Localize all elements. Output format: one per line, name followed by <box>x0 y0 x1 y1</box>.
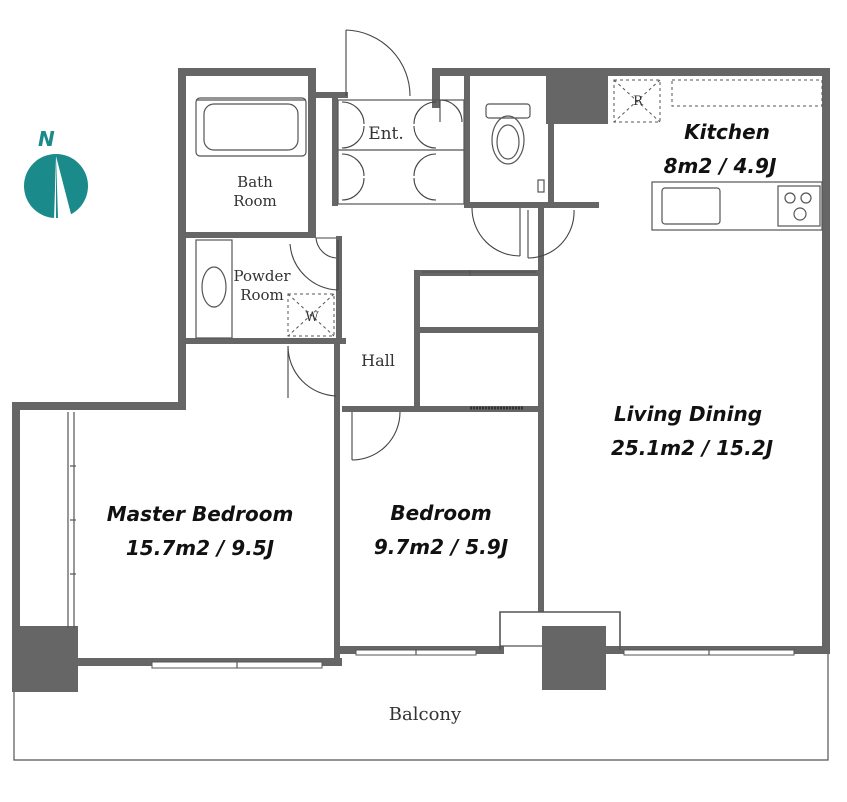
living-name: Living Dining <box>614 402 762 426</box>
wall-bath-bottom <box>186 232 316 238</box>
kitchen-passage-door <box>527 209 575 259</box>
washer-box <box>287 293 335 337</box>
wall-top-master <box>12 402 186 410</box>
washer-label: W <box>305 310 319 325</box>
window-living-bottom <box>623 649 795 656</box>
closet-door-top <box>422 270 536 276</box>
living-area: 25.1m2 / 15.2J <box>611 436 774 460</box>
balcony-label: Balcony <box>389 704 462 725</box>
wall-closet-mid <box>414 327 544 333</box>
toilet-door <box>471 207 521 257</box>
wall-closet-top <box>414 270 544 276</box>
wall-ent-top <box>308 92 348 98</box>
toilet <box>485 103 545 193</box>
wall-master-right <box>334 344 340 664</box>
fridge-box <box>613 79 661 123</box>
kitchen-area: 8m2 / 4.9J <box>664 154 777 178</box>
pillar-center <box>542 626 606 690</box>
wall-bath-right <box>308 68 316 238</box>
powder-door <box>287 345 337 398</box>
wall-hall-left <box>336 236 342 344</box>
wall-closet-left <box>414 274 420 410</box>
wall-ent-left <box>332 94 338 206</box>
pillar-toilet <box>546 76 608 124</box>
wall-top-right <box>432 68 830 76</box>
vanity <box>195 239 233 339</box>
fridge-label: R <box>633 94 644 109</box>
kitchen-sink <box>661 187 721 225</box>
window-master-bottom <box>151 661 323 669</box>
upper-cabinet <box>671 79 823 107</box>
wall-toilet-right <box>548 124 554 208</box>
entrance-label: Ent. <box>368 124 404 144</box>
sink <box>201 266 227 308</box>
wall-toilet-bottom <box>464 202 599 208</box>
master-area: 15.7m2 / 9.5J <box>126 536 275 560</box>
compass-label: N <box>38 127 55 151</box>
bath-door <box>289 237 339 291</box>
wall-toilet-left <box>464 76 470 206</box>
compass-needle <box>56 156 72 218</box>
burner-3 <box>793 207 807 221</box>
alcove <box>499 611 621 650</box>
wall-left-bath <box>178 68 186 408</box>
burner-1 <box>784 192 796 204</box>
hall-label: Hall <box>361 351 395 370</box>
wall-top-bath <box>178 68 316 76</box>
powder-label-2: Room <box>240 286 284 304</box>
wall-closet-bottom <box>342 406 542 412</box>
entrance-storage-doors <box>337 99 465 205</box>
bathtub <box>195 97 307 157</box>
window-bedroom-bottom <box>355 649 477 656</box>
wall-powder-bottom <box>186 338 346 344</box>
kitchen-name: Kitchen <box>684 120 770 144</box>
bathtub-inner <box>203 103 299 151</box>
bedroom-door <box>351 411 401 461</box>
stove <box>777 185 821 227</box>
entrance-door <box>345 29 411 97</box>
bedroom-area: 9.7m2 / 5.9J <box>374 535 509 559</box>
kitchen-counter <box>651 181 823 231</box>
burner-2 <box>800 192 812 204</box>
balcony-outline <box>13 654 829 761</box>
powder-label-1: Powder <box>233 267 291 285</box>
master-name: Master Bedroom <box>107 502 294 526</box>
wall-left-master <box>12 402 20 664</box>
bath-label-2: Room <box>233 192 277 210</box>
pillar-master <box>12 626 78 692</box>
wall-right <box>822 68 830 654</box>
bath-label-1: Bath <box>237 173 273 191</box>
bedroom-name: Bedroom <box>390 501 491 525</box>
wall-ent-right <box>432 68 440 108</box>
window-master-left <box>67 412 76 628</box>
compass: N <box>24 127 88 220</box>
